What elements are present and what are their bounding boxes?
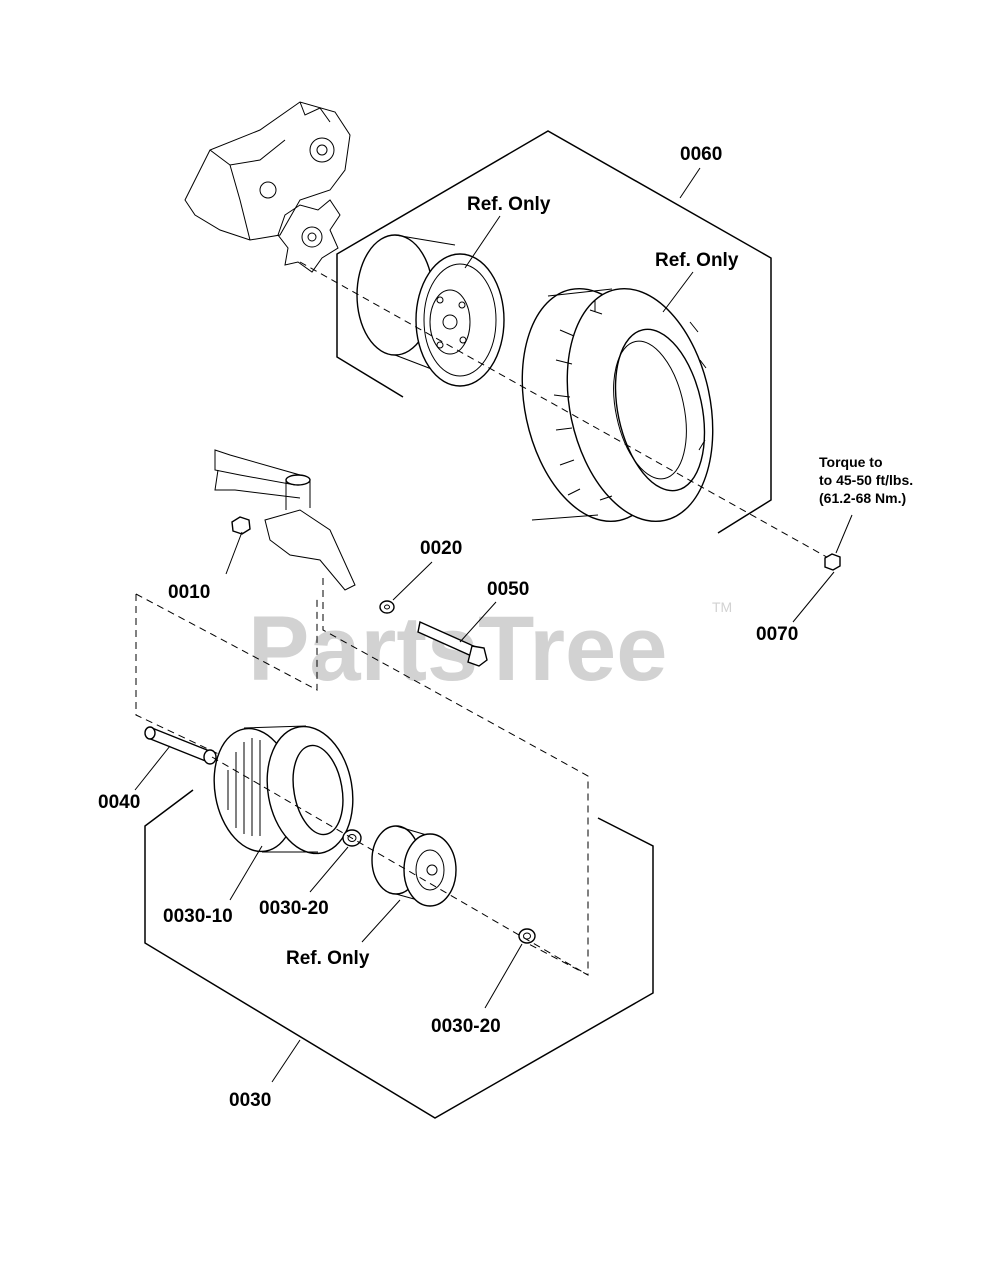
axle-center-line-upper bbox=[299, 261, 833, 561]
leader-0040 bbox=[134, 745, 171, 791]
callout-ref-only-rim: Ref. Only bbox=[467, 194, 551, 215]
bushing-0030-20-b bbox=[518, 928, 536, 944]
nut-0010 bbox=[231, 516, 251, 535]
axle-center-line-lower bbox=[211, 756, 589, 976]
leader-0030 bbox=[271, 1039, 301, 1083]
washer-0020 bbox=[379, 600, 395, 614]
leader-0030-10 bbox=[229, 845, 263, 901]
leader-ref-rim bbox=[464, 215, 501, 269]
callout-ref-only-front-rim: Ref. Only bbox=[286, 948, 370, 969]
callout-0060: 0060 bbox=[680, 144, 722, 165]
callout-0030: 0030 bbox=[229, 1090, 271, 1111]
spacer-tube-0040 bbox=[147, 727, 213, 763]
callout-ref-only-tire: Ref. Only bbox=[655, 250, 739, 271]
leader-0010 bbox=[225, 531, 243, 575]
leader-torque bbox=[835, 514, 853, 554]
front-rim bbox=[371, 825, 457, 907]
front-tire-0030-10 bbox=[213, 725, 354, 855]
nut-0070 bbox=[824, 553, 841, 571]
rear-rim bbox=[356, 234, 505, 387]
callout-0030-10: 0030-10 bbox=[163, 906, 233, 927]
torque-note-line1: Torque to bbox=[819, 454, 883, 470]
callout-0030-20-a: 0030-20 bbox=[259, 898, 329, 919]
rear-tire bbox=[521, 287, 714, 523]
leader-0060 bbox=[679, 167, 701, 199]
leader-0030-20-a bbox=[309, 846, 349, 893]
callout-0020: 0020 bbox=[420, 538, 462, 559]
group-bracket-0030 bbox=[144, 789, 654, 1119]
torque-note-line2: to 45-50 ft/lbs. bbox=[819, 472, 913, 488]
callout-0070: 0070 bbox=[756, 624, 798, 645]
spindle-top bbox=[285, 474, 311, 486]
transmission-axle-housing bbox=[184, 101, 351, 273]
dashed-ref-left bbox=[135, 594, 226, 758]
group-bracket-0060 bbox=[336, 130, 772, 534]
callout-0010: 0010 bbox=[168, 582, 210, 603]
callout-0040: 0040 bbox=[98, 792, 140, 813]
rear-wheel-group-0060 bbox=[184, 101, 833, 561]
callout-0050: 0050 bbox=[487, 579, 529, 600]
leader-ref-front-rim bbox=[361, 899, 401, 943]
torque-note-line3: (61.2-68 Nm.) bbox=[819, 490, 906, 506]
leader-0050 bbox=[459, 601, 497, 643]
dashed-ref-right bbox=[322, 578, 589, 976]
leader-0030-20-b bbox=[484, 943, 523, 1009]
spindle-arm bbox=[264, 509, 356, 591]
leader-0020 bbox=[392, 561, 433, 601]
callout-0030-20-b: 0030-20 bbox=[431, 1016, 501, 1037]
dashed-ref-left-top bbox=[135, 593, 318, 691]
front-wheel-group-0030 bbox=[134, 725, 654, 1119]
leader-ref-tire bbox=[662, 271, 694, 313]
trademark-mark: TM bbox=[712, 599, 732, 615]
leader-0070 bbox=[792, 571, 835, 623]
front-axle-area bbox=[135, 449, 853, 976]
